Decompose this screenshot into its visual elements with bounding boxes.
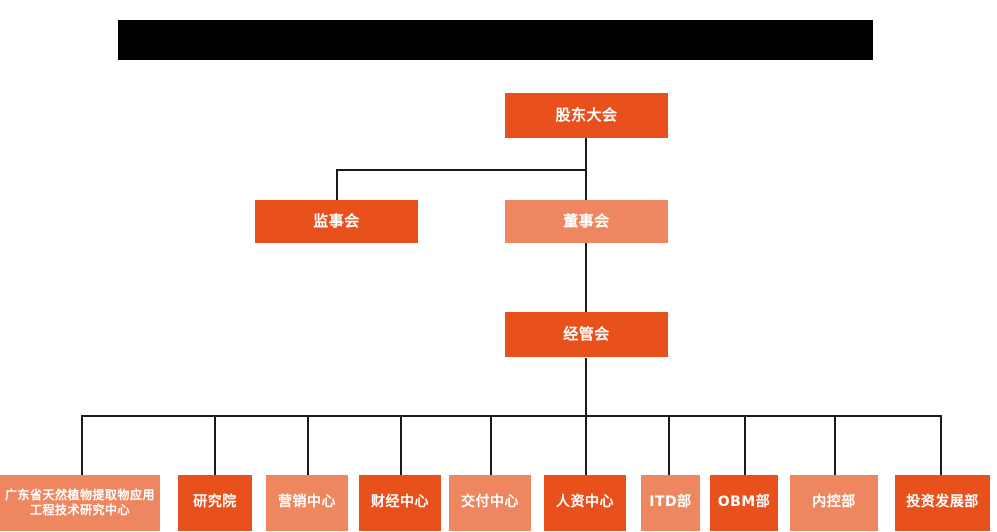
- node-dept-internal-control[interactable]: 内控部: [790, 475, 878, 531]
- node-management-committee[interactable]: 经管会: [505, 312, 668, 357]
- connector-to-dept-5: [490, 415, 492, 475]
- node-dept-research-institute[interactable]: 研究院: [178, 475, 252, 531]
- connector-to-dept-1: [81, 415, 83, 475]
- connector-shareholders-down: [585, 138, 587, 170]
- connector-to-dept-3: [307, 415, 309, 475]
- node-dept-obm[interactable]: OBM部: [710, 475, 778, 531]
- connector-to-dept-2: [214, 415, 216, 475]
- connector-to-board-of-directors: [585, 169, 587, 200]
- node-dept-marketing-center[interactable]: 营销中心: [266, 475, 348, 531]
- node-dept-delivery-center[interactable]: 交付中心: [449, 475, 531, 531]
- connector-to-dept-7: [668, 415, 670, 475]
- redacted-title-bar: [118, 20, 873, 60]
- connector-to-dept-9: [834, 415, 836, 475]
- node-shareholders-meeting[interactable]: 股东大会: [505, 93, 668, 138]
- node-dept-hr-center[interactable]: 人资中心: [544, 475, 626, 531]
- connector-to-dept-4: [400, 415, 402, 475]
- node-dept-itd[interactable]: ITD部: [641, 475, 700, 531]
- node-dept-guangdong-research-center[interactable]: 广东省天然植物提取物应用工程技术研究中心: [0, 475, 160, 531]
- connector-departments-bus: [81, 415, 941, 417]
- connector-board-to-management: [585, 240, 587, 312]
- connector-to-dept-6: [585, 415, 587, 475]
- node-dept-investment-development[interactable]: 投资发展部: [895, 475, 990, 531]
- connector-level2-horizontal: [336, 169, 587, 171]
- node-board-of-directors[interactable]: 董事会: [505, 200, 668, 243]
- node-supervisory-board[interactable]: 监事会: [255, 200, 418, 243]
- connector-to-supervisory-board: [336, 169, 338, 200]
- node-dept-finance-center[interactable]: 财经中心: [359, 475, 441, 531]
- connector-management-down: [585, 358, 587, 416]
- connector-to-dept-8: [744, 415, 746, 475]
- connector-to-dept-10: [940, 415, 942, 475]
